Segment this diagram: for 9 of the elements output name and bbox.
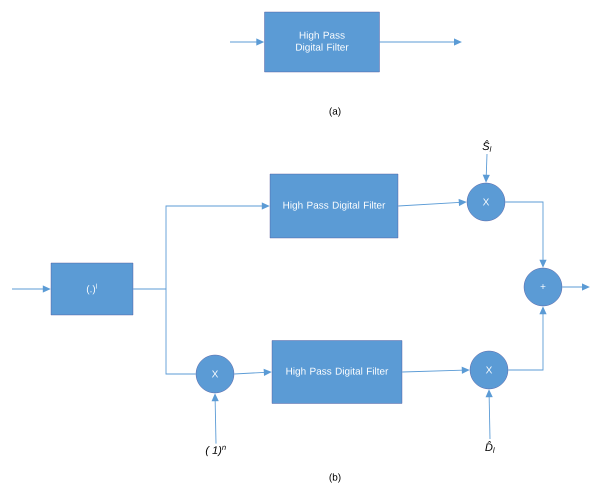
panel-label: (a) bbox=[330, 107, 340, 117]
process-box: High Pass Digital Filter bbox=[264, 12, 380, 72]
signal-label: D̂$_{l}$ bbox=[485, 441, 495, 453]
signal-label: Ŝ$_{l}$ bbox=[482, 140, 492, 152]
process-box: (.)$^{l}$ bbox=[50, 262, 134, 316]
process-box: High Pass Digital Filter bbox=[270, 174, 398, 238]
panel-label: (b) bbox=[330, 473, 340, 483]
signal-label: ( 1)$^{n}$ bbox=[206, 446, 226, 456]
process-box: High Pass Digital Filter bbox=[272, 340, 402, 404]
